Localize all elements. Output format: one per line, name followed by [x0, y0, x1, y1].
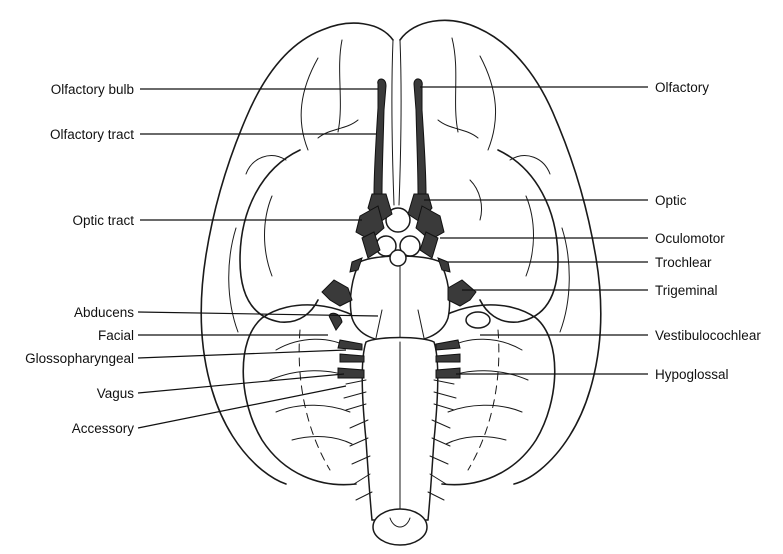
label-hypoglossal: Hypoglossal: [655, 367, 729, 382]
olfactory-bulb-right: [414, 79, 426, 194]
label-optic: Optic: [655, 193, 687, 208]
label-vestibulocochlear: Vestibulocochlear: [655, 328, 761, 343]
label-olfactory-tract: Olfactory tract: [50, 127, 134, 142]
label-accessory: Accessory: [72, 421, 135, 436]
label-olfactory-bulb: Olfactory bulb: [51, 82, 134, 97]
label-facial: Facial: [98, 328, 134, 343]
label-abducens: Abducens: [74, 305, 134, 320]
olfactory-bulb-left: [374, 79, 386, 194]
label-oculomotor: Oculomotor: [655, 231, 725, 246]
label-trochlear: Trochlear: [655, 255, 712, 270]
label-optic-tract: Optic tract: [72, 213, 134, 228]
label-trigeminal: Trigeminal: [655, 283, 718, 298]
label-olfactory: Olfactory: [655, 80, 709, 95]
label-glossopharyngeal: Glossopharyngeal: [25, 351, 134, 366]
pons: [350, 256, 449, 342]
brainstem: [344, 338, 456, 546]
label-vagus: Vagus: [97, 386, 135, 401]
